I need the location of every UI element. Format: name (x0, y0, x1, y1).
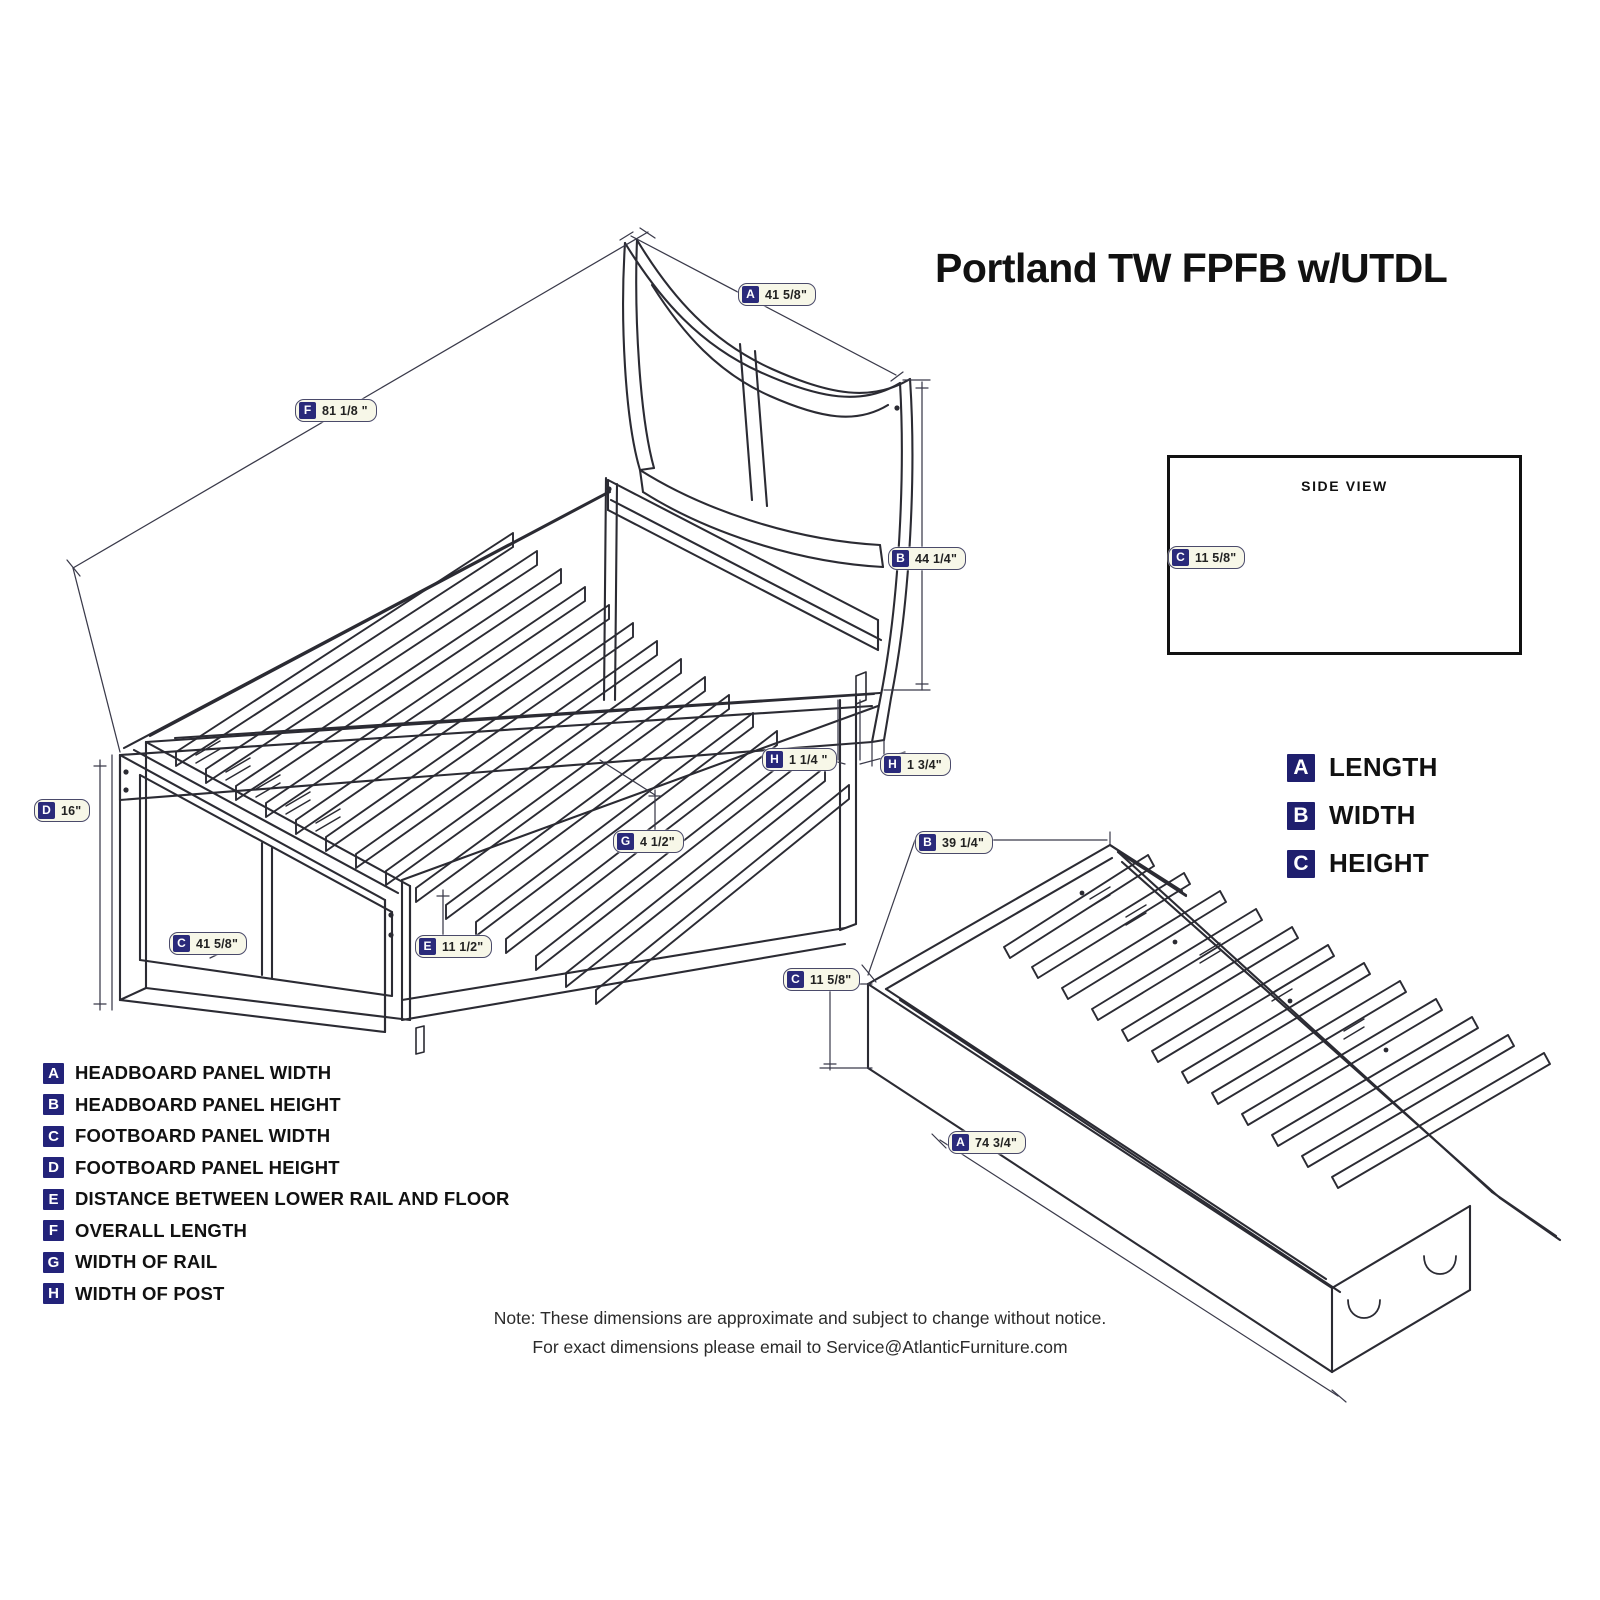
key-tag-a: A (43, 1062, 64, 1084)
key-label: WIDTH OF RAIL (75, 1251, 218, 1272)
dimension-tag-f: F (299, 402, 316, 419)
legend-label: WIDTH (1329, 800, 1416, 830)
dimension-value: 74 3/4" (975, 1135, 1018, 1150)
dimension-trundle-a: A 74 3/4" (948, 1131, 1027, 1154)
dimension-bed-h-post: H 1 3/4" (880, 753, 951, 776)
legend-tag-b: B (1287, 801, 1315, 830)
dimension-tag-h: H (884, 756, 901, 773)
key-tag-c: C (43, 1125, 64, 1147)
dimension-sideview-c: C 11 5/8" (1168, 546, 1246, 569)
dimension-bed-h-rail: H 1 1/4 " (762, 748, 837, 771)
dimension-value: 1 3/4" (907, 757, 942, 772)
dimension-tag-d: D (38, 802, 55, 819)
dimension-tag-a: A (952, 1134, 969, 1151)
abc-legend-row-c: C HEIGHT (1287, 848, 1438, 879)
dimension-value: 81 1/8 " (322, 403, 368, 418)
dimension-bed-e: E 11 1/2" (415, 935, 493, 958)
key-tag-h: H (43, 1283, 64, 1304)
key-legend-row-g: G WIDTH OF RAIL (43, 1251, 510, 1273)
note-line-1: Note: These dimensions are approximate a… (493, 1308, 1107, 1328)
abc-legend-row-b: B WIDTH (1287, 800, 1438, 831)
dimension-tag-c: C (173, 935, 190, 952)
dimension-value: 11 5/8" (810, 972, 852, 987)
legend-tag-c: C (1287, 849, 1315, 878)
dimension-trundle-b: B 39 1/4" (915, 831, 994, 854)
abc-legend-row-a: A LENGTH (1287, 752, 1438, 783)
abc-legend: A LENGTH B WIDTH C HEIGHT (1287, 752, 1438, 896)
key-legend-row-f: F OVERALL LENGTH (43, 1220, 510, 1242)
key-label: OVERALL LENGTH (75, 1219, 248, 1241)
key-legend: A HEADBOARD PANEL WIDTH B HEADBOARD PANE… (43, 1062, 510, 1314)
legend-label: HEIGHT (1329, 848, 1430, 878)
dimension-trundle-c: C 11 5/8" (783, 968, 861, 991)
dimension-value: 16" (61, 803, 82, 818)
dimension-value: 11 5/8" (1195, 550, 1237, 565)
dimension-value: 44 1/4" (915, 551, 958, 566)
disclaimer-note: Note: These dimensions are approximate a… (0, 1304, 1600, 1362)
page-title: Portland TW FPFB w/UTDL (935, 245, 1448, 291)
key-tag-e: E (43, 1188, 64, 1210)
dimension-bed-b: B 44 1/4" (888, 547, 967, 570)
note-line-2: For exact dimensions please email to Ser… (532, 1337, 1068, 1357)
dimension-value: 39 1/4" (942, 835, 985, 850)
key-legend-row-d: D FOOTBOARD PANEL HEIGHT (43, 1157, 510, 1179)
dimension-tag-h: H (766, 751, 783, 768)
dimension-tag-e: E (419, 938, 436, 955)
key-tag-b: B (43, 1094, 64, 1115)
key-label: FOOTBOARD PANEL WIDTH (75, 1125, 331, 1146)
side-view-heading: SIDE VIEW (1301, 478, 1388, 494)
dimension-tag-a: A (742, 286, 759, 303)
key-legend-row-h: H WIDTH OF POST (43, 1283, 510, 1305)
dimension-value: 1 1/4 " (789, 752, 828, 767)
dimension-bed-d: D 16" (34, 799, 91, 822)
key-tag-d: D (43, 1157, 64, 1178)
legend-tag-a: A (1287, 753, 1315, 782)
dimension-value: 41 5/8" (196, 936, 239, 951)
key-label: DISTANCE BETWEEN LOWER RAIL AND FLOOR (75, 1188, 510, 1209)
legend-label: LENGTH (1329, 752, 1438, 782)
dimension-tag-g: G (617, 833, 634, 850)
key-label: HEADBOARD PANEL WIDTH (75, 1062, 332, 1083)
key-legend-row-e: E DISTANCE BETWEEN LOWER RAIL AND FLOOR (43, 1188, 510, 1210)
key-legend-row-b: B HEADBOARD PANEL HEIGHT (43, 1094, 510, 1116)
key-label: WIDTH OF POST (75, 1282, 225, 1304)
key-label: FOOTBOARD PANEL HEIGHT (75, 1156, 340, 1178)
key-legend-row-c: C FOOTBOARD PANEL WIDTH (43, 1125, 510, 1147)
dimension-bed-g: G 4 1/2" (613, 830, 684, 853)
dimension-tag-c: C (1172, 549, 1189, 566)
dimension-value: 11 1/2" (442, 939, 484, 954)
dimension-tag-b: B (892, 550, 909, 567)
dimension-value: 41 5/8" (765, 287, 808, 302)
dimension-bed-c: C 41 5/8" (169, 932, 248, 955)
key-legend-row-a: A HEADBOARD PANEL WIDTH (43, 1062, 510, 1084)
key-tag-f: F (43, 1220, 64, 1241)
dimension-bed-f: F 81 1/8 " (295, 399, 377, 422)
dimension-tag-b: B (919, 834, 936, 851)
dimension-tag-c: C (787, 971, 804, 988)
key-tag-g: G (43, 1251, 64, 1273)
dimension-value: 4 1/2" (640, 834, 675, 849)
key-label: HEADBOARD PANEL HEIGHT (75, 1093, 341, 1115)
dimension-bed-a: A 41 5/8" (738, 283, 817, 306)
